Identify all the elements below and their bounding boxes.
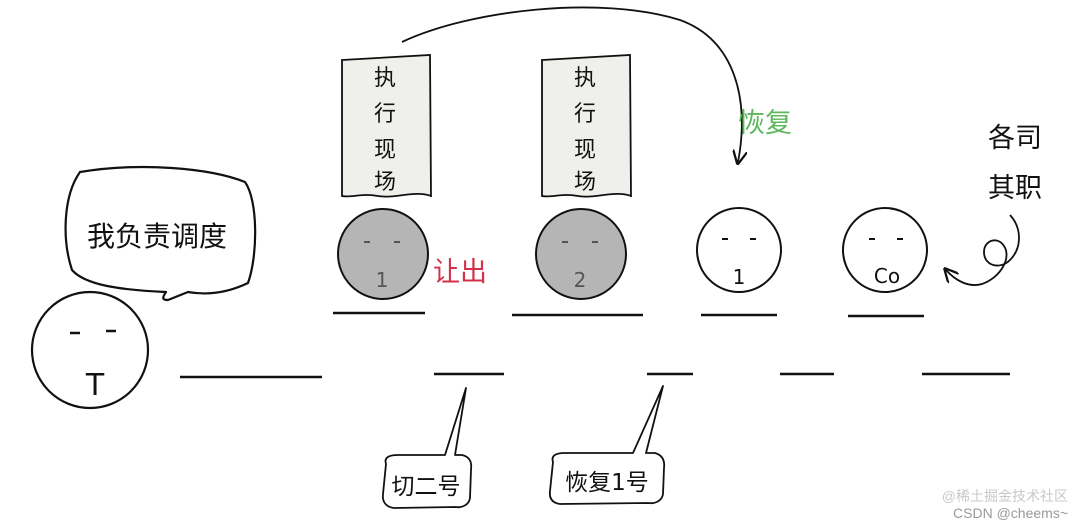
context-note-2: 执 行 现 场 [541, 54, 632, 198]
scheduler-speech-text: 我负责调度 [87, 220, 227, 253]
callout-switch-two: 切二号 [381, 387, 473, 509]
resume-label: 恢复 [738, 108, 792, 139]
yield-label: 让出 [433, 257, 487, 288]
callout-resume-one: 恢复1号 [548, 385, 666, 505]
scheduler-label: T [85, 368, 105, 403]
duties-label-line-1: 各司 [988, 123, 1042, 154]
coroutine-active-co: Co [842, 207, 928, 293]
watermark-csdn: CSDN @cheems~ [953, 505, 1068, 521]
coroutine-label: 1 [733, 265, 746, 289]
note-1-char-4: 场 [374, 170, 396, 195]
scheduler-speech-bubble: 我负责调度 [64, 165, 257, 302]
note-2-char-1: 执 [574, 66, 596, 91]
coroutine-label: 2 [574, 268, 587, 292]
coroutine-suspended-2: 2 [535, 208, 627, 300]
callout-resume-one-text: 恢复1号 [565, 470, 649, 496]
note-2-char-2: 行 [574, 102, 596, 127]
coroutine-suspended-1: 1 [337, 208, 429, 300]
scheduler-face: T [30, 290, 150, 410]
duties-label-line-2: 其职 [988, 173, 1042, 204]
note-1-char-1: 执 [374, 66, 396, 91]
note-1-char-3: 现 [374, 138, 396, 163]
context-note-1: 执 行 现 场 [341, 54, 432, 198]
watermark-juejin: @稀土掘金技术社区 [942, 488, 1068, 504]
swirl-arrow [946, 214, 1020, 286]
note-1-char-2: 行 [374, 102, 396, 127]
coroutine-active-1: 1 [696, 207, 782, 293]
coroutine-label: Co [874, 264, 900, 288]
callout-switch-two-text: 切二号 [392, 474, 461, 500]
resume-arrow [401, 6, 742, 162]
note-2-char-3: 现 [574, 138, 596, 163]
note-2-char-4: 场 [574, 170, 596, 195]
coroutine-label: 1 [376, 268, 389, 292]
